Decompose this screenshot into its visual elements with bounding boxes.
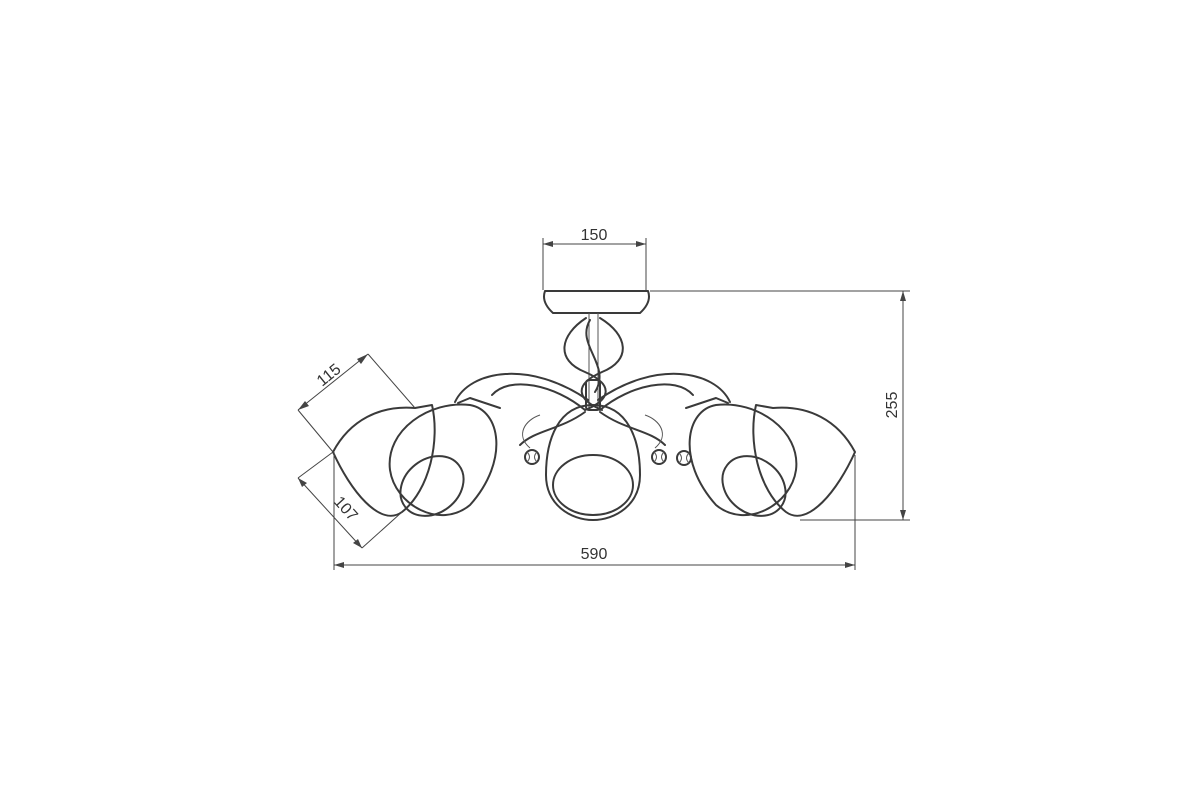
total-width-label: 590 <box>581 546 608 563</box>
shade-length-label: 115 <box>314 361 345 390</box>
dimension-shade-diameter: 107 <box>297 451 403 549</box>
dimension-total-width: 590 <box>333 452 856 570</box>
chandelier <box>332 290 856 521</box>
shade-left-outer <box>332 404 436 517</box>
dimension-total-height: 255 <box>650 290 910 521</box>
center-stem <box>563 313 624 411</box>
canopy-width-label: 150 <box>581 227 608 244</box>
shade-right-outer <box>752 404 856 517</box>
shade-diameter-label: 107 <box>330 493 361 524</box>
arms <box>454 372 731 449</box>
shade-left-inner <box>388 397 501 517</box>
shade-center <box>545 404 641 521</box>
total-height-label: 255 <box>884 392 901 419</box>
ceiling-canopy <box>543 290 650 314</box>
decorative-beads <box>524 449 692 466</box>
dimension-canopy-width: 150 <box>542 227 647 290</box>
